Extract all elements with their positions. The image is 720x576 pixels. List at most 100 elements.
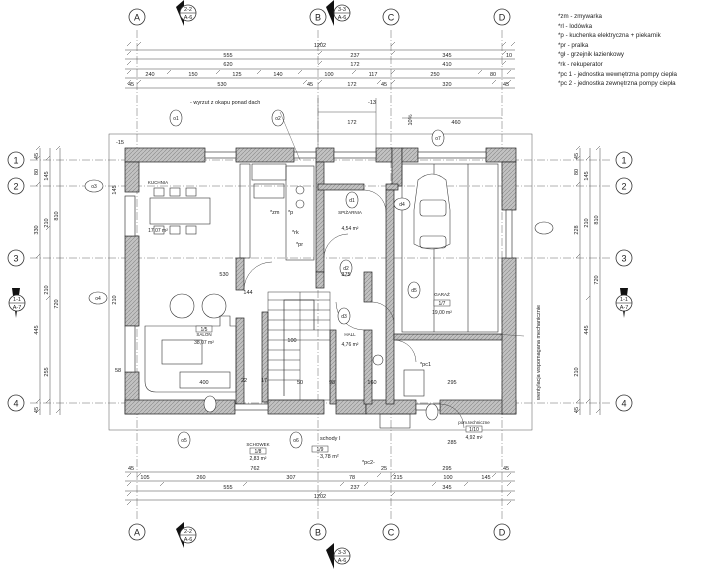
room-name: pom.techniczne: [458, 420, 490, 425]
dimension-text: 98: [329, 380, 335, 386]
svg-text:1-1: 1-1: [13, 297, 21, 303]
dimension-text: 240: [145, 72, 154, 78]
axis-bubble-4-right: [615, 394, 633, 412]
opening-markers: [84, 109, 554, 449]
dimension-text: 150: [188, 72, 197, 78]
legend-item: *rk - rekuperator: [558, 60, 603, 68]
dimension-text: 25: [381, 466, 387, 472]
dimension-text: 210: [44, 218, 50, 227]
section-marker-bottom-b: 3-3 A-6: [326, 543, 351, 569]
opening-label: o3: [91, 184, 97, 190]
dimension-text: 45: [128, 82, 134, 88]
window: [204, 151, 237, 159]
overhang-outline: [108, 98, 533, 431]
section-marker-top-b: 3-3 A-6: [326, 0, 351, 26]
dimension-text: 160: [367, 380, 376, 386]
dimension-text: 117: [369, 72, 378, 78]
dimension-lines: [35, 41, 601, 506]
svg-text:3-3: 3-3: [338, 7, 346, 13]
axis-label: B: [315, 13, 321, 23]
dimension-text: 22: [241, 378, 247, 384]
wall: [363, 329, 373, 405]
svg-text:2-2: 2-2: [184, 7, 192, 13]
axis-bubble-2-right: [615, 177, 633, 195]
opening-label: o1: [173, 116, 179, 122]
dimension-text: 125: [232, 72, 241, 78]
axis-label: 3: [621, 254, 626, 264]
axis-bubble-b-bottom: [309, 523, 327, 541]
dimension-text: 810: [54, 211, 60, 220]
pc1-note: *pc1: [420, 362, 431, 368]
room-name: SALON: [196, 332, 211, 337]
dimension-text: 1202: [314, 43, 326, 49]
room-name: SPIŻARNIA: [338, 209, 362, 215]
wall: [124, 399, 236, 415]
dimension-text: 145: [44, 171, 50, 180]
opening-label: d2: [343, 266, 349, 272]
dimension-text: 10%: [408, 114, 414, 125]
dimension-text: 295: [442, 466, 451, 472]
wall: [363, 271, 373, 303]
axis-bubble-a-top: [128, 8, 146, 26]
dimension-text: 45: [503, 82, 509, 88]
legend-item: *p - kuchenka elektryczna + piekarnik: [558, 32, 661, 40]
dimension-text: 45: [574, 407, 580, 413]
wall: [335, 399, 367, 415]
dimension-text: 145: [584, 171, 590, 180]
axis-label: D: [499, 528, 506, 538]
dimension-text: 445: [584, 325, 590, 334]
window: [124, 195, 136, 237]
dimension-text: 210: [584, 218, 590, 227]
dimension-text: 320: [442, 82, 451, 88]
axis-label: C: [388, 13, 395, 23]
stairs-id: 1/9: [317, 447, 324, 453]
car-icon: [413, 173, 451, 250]
dimension-text: 80: [574, 169, 580, 175]
room-area: 2,83 m²: [250, 456, 267, 462]
room-name: SCHOWEK: [246, 442, 269, 447]
axis-bubble-c-bottom: [382, 523, 400, 541]
dimension-text: 555: [223, 53, 232, 59]
room-name: HALL: [344, 332, 356, 337]
dimension-text: 100: [287, 338, 296, 344]
dimension-text: 237: [350, 485, 359, 491]
windows: [124, 151, 513, 411]
wall: [317, 183, 365, 191]
dimension-text: 720: [54, 299, 60, 308]
dimension-text: 100: [443, 475, 452, 481]
wall: [401, 147, 419, 163]
legend: *zm - zmywarka *rl - lodówka *p - kuchen…: [558, 12, 718, 89]
fixtures: [372, 354, 425, 429]
garage: [401, 163, 499, 333]
wall: [485, 147, 517, 163]
svg-text:2-2: 2-2: [184, 529, 192, 535]
room-area: 38,07 m²: [194, 340, 214, 346]
wall: [329, 329, 337, 405]
dimension-text: 237: [350, 53, 359, 59]
svg-text:3-3: 3-3: [338, 550, 346, 556]
room-area: 19,00 m²: [432, 310, 452, 316]
wall: [391, 147, 403, 187]
opening-label: d3: [341, 314, 347, 320]
section-marker-bottom-a: 2-2 A-6: [176, 522, 197, 548]
axis-bubble-4-left: [7, 394, 25, 412]
dimension-text: -13: [368, 100, 376, 106]
window: [124, 325, 136, 373]
axis-label: 4: [621, 399, 626, 409]
axis-label: A: [134, 13, 140, 23]
room-id: 1/8: [255, 449, 262, 455]
dimension-text: 375: [341, 272, 350, 278]
dimension-text: 1202: [314, 494, 326, 500]
svg-text:A-7: A-7: [13, 305, 22, 311]
living-furniture: [144, 293, 237, 393]
axis-label: D: [499, 13, 506, 23]
opening-label: o7: [435, 136, 441, 142]
dimension-text: 555: [223, 485, 232, 491]
dimension-text: 10: [506, 53, 512, 59]
dimension-text: 45: [128, 466, 134, 472]
wall: [315, 271, 325, 289]
dimension-text: 210: [112, 295, 118, 304]
p-note: *p: [288, 210, 293, 216]
wall: [124, 235, 140, 327]
axis-bubble-3-right: [615, 249, 633, 267]
